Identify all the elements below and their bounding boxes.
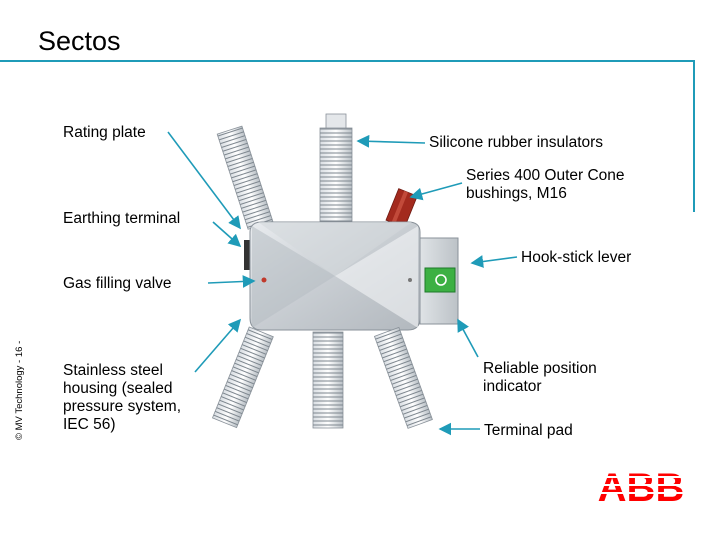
label-housing-line-1: Stainless steel: [63, 362, 163, 379]
label-bushings-line-1: Series 400 Outer Cone: [466, 167, 625, 184]
label-bushings-line-2: bushings, M16: [466, 185, 567, 202]
label-rating-plate: Rating plate: [63, 124, 146, 141]
label-housing-line-2: housing (sealed: [63, 380, 173, 397]
label-housing-line-3: pressure system,: [63, 398, 182, 415]
arrow-gas-filling: [207, 275, 256, 288]
label-position-line-2: indicator: [483, 378, 542, 395]
arrow-housing: [194, 318, 242, 373]
arrow-position-indicator: [457, 318, 479, 358]
label-earthing-terminal: Earthing terminal: [63, 210, 181, 227]
label-housing: Stainless steel housing (sealed pressure…: [63, 362, 181, 434]
label-position-line-1: Reliable position: [483, 360, 597, 377]
copyright-footer: © MV Technology - 16 -: [14, 340, 25, 440]
arrow-bushings: [409, 182, 463, 201]
label-bushings: Series 400 Outer Cone bushings, M16: [466, 167, 625, 203]
lower-left-insulator: [211, 326, 274, 429]
mechanism-box: [419, 237, 459, 325]
arrow-hook-stick: [470, 255, 518, 268]
abb-logo: ABB: [598, 468, 684, 504]
arrow-insulators: [356, 134, 426, 148]
slide-title: Sectos: [38, 26, 121, 56]
upper-center-insulator: [319, 113, 353, 227]
label-insulators: Silicone rubber insulators: [429, 134, 604, 151]
title-rule: [0, 60, 695, 62]
label-gas-filling-valve: Gas filling valve: [63, 275, 172, 292]
label-position-indicator: Reliable position indicator: [483, 360, 597, 396]
label-housing-line-4: IEC 56): [63, 416, 116, 433]
arrow-earthing-terminal: [212, 221, 242, 248]
label-hook-stick-lever: Hook-stick lever: [521, 249, 632, 266]
label-terminal-pad: Terminal pad: [484, 422, 573, 439]
lower-center-insulators: [312, 326, 433, 429]
callout-arrows: [167, 131, 518, 436]
arrow-rating-plate: [167, 131, 241, 230]
stainless-housing: [244, 221, 421, 331]
title-rule-vertical: [693, 60, 695, 212]
upper-left-insulator: [216, 125, 274, 230]
